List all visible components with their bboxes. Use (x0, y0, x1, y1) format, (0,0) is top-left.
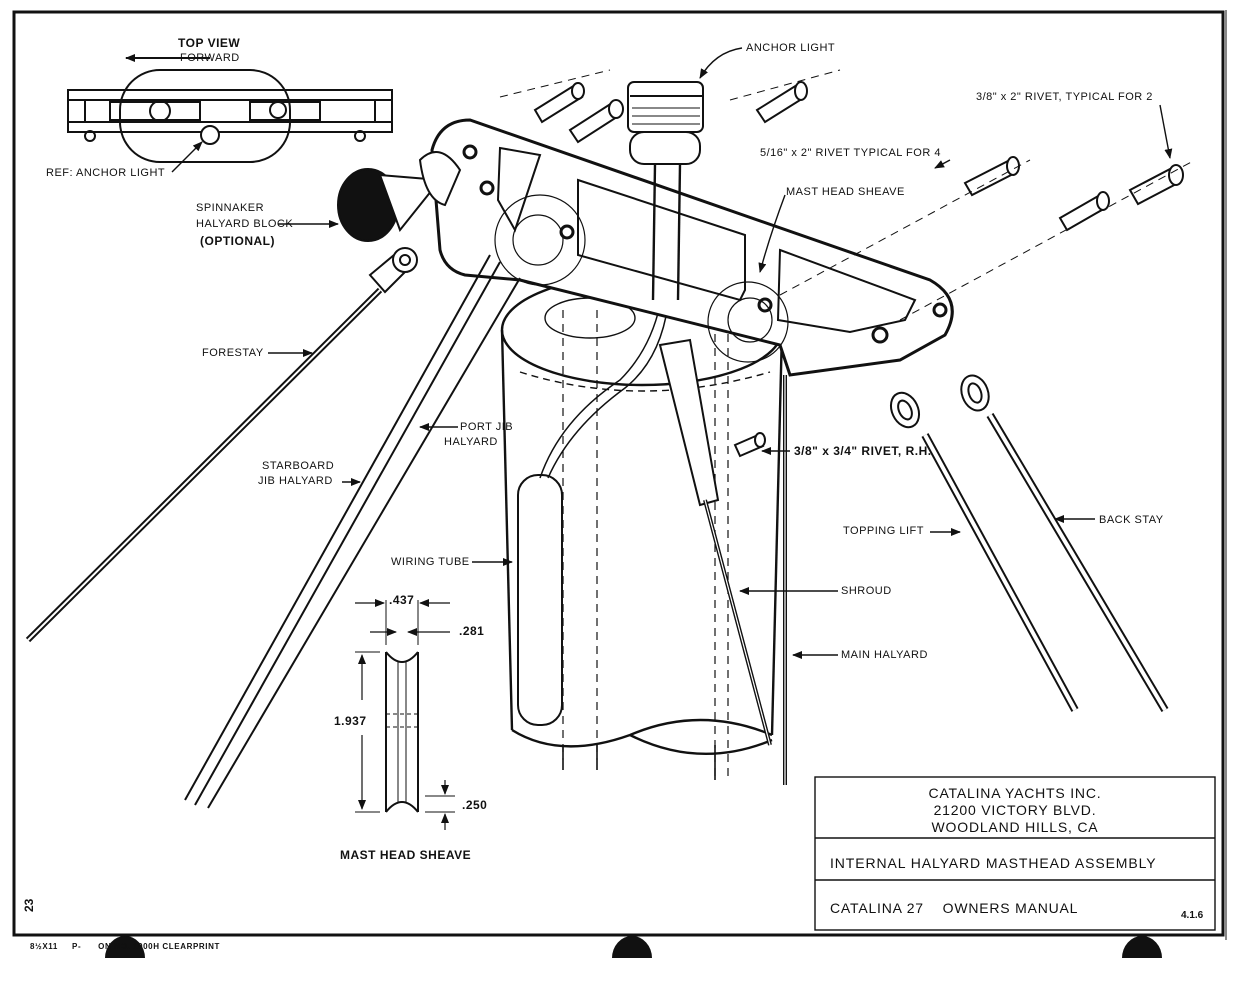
dimension-437: .437 (389, 593, 415, 607)
shroud-label: SHROUD (841, 585, 892, 597)
paper-info: 8½X11 P- ON NO. 1000H CLEARPRINT (30, 942, 220, 951)
rivet-38x2-label: 3/8" x 2" RIVET, TYPICAL FOR 2 (976, 91, 1153, 103)
sheave-detail-caption: MAST HEAD SHEAVE (340, 848, 472, 862)
forestay-label: FORESTAY (202, 347, 264, 359)
binder-holes (105, 936, 1162, 958)
anchor-light-label: ANCHOR LIGHT (746, 42, 836, 54)
sheave-detail (355, 600, 455, 813)
company-city: WOODLAND HILLS, CA (931, 819, 1099, 835)
anchor-light (627, 81, 704, 301)
port-jib-halyard-label: HALYARD (444, 436, 498, 448)
spinnaker-label: SPINNAKER (196, 202, 265, 214)
spinnaker-block (337, 151, 462, 242)
wiring-tube (517, 304, 669, 726)
drawing-title: INTERNAL HALYARD MASTHEAD ASSEMBLY (830, 855, 1157, 871)
port-jib-label: PORT JIB (460, 421, 514, 433)
top-view-inset (67, 69, 393, 163)
wiring-tube-label: WIRING TUBE (391, 556, 470, 568)
mast-head-sheave-label: MAST HEAD SHEAVE (786, 186, 905, 198)
company-street: 21200 VICTORY BLVD. (933, 802, 1097, 818)
topping-lift-label: TOPPING LIFT (843, 525, 924, 537)
rivets (533, 81, 1184, 458)
title-block (814, 776, 1216, 931)
title-block-company-area: CATALINA YACHTS INC. 21200 VICTORY BLVD.… (815, 785, 1215, 836)
manual-name: CATALINA 27 OWNERS MANUAL (830, 900, 1079, 916)
drawing-number: 4.1.6 (1181, 910, 1204, 921)
top-view-title: TOP VIEW (178, 36, 241, 50)
ref-anchor-leader (171, 141, 203, 173)
rivet-38x34-label: 3/8" x 3/4" RIVET, R.H. (794, 444, 932, 458)
jib-halyards (184, 254, 521, 809)
rivet-516x2-label: 5/16" x 2" RIVET TYPICAL FOR 4 (760, 147, 941, 159)
ref-anchor-light-label: REF: ANCHOR LIGHT (46, 167, 166, 179)
forestay (25, 247, 418, 643)
halyard-block-label: HALYARD BLOCK (196, 218, 294, 230)
main-halyard-label: MAIN HALYARD (841, 649, 928, 661)
company-name: CATALINA YACHTS INC. (928, 785, 1102, 801)
sheave-dimension-arrows (355, 599, 450, 830)
starboard-label: STARBOARD (262, 460, 335, 472)
sheave-circles (494, 194, 789, 363)
rivet-axis-lines (499, 69, 1196, 321)
drawing-border (12, 10, 1225, 937)
shroud (658, 338, 772, 746)
dimension-1937: 1.937 (334, 714, 367, 728)
dimension-281: .281 (459, 624, 485, 638)
back-stay (960, 374, 1169, 713)
dimension-250: .250 (462, 798, 488, 812)
masthead-plate (430, 118, 954, 377)
topping-lift (889, 391, 1079, 712)
page-number: 23 (22, 898, 36, 912)
leader-lines (268, 47, 1173, 659)
forward-label: FORWARD (180, 52, 240, 64)
optional-label: (OPTIONAL) (200, 234, 275, 248)
back-stay-label: BACK STAY (1099, 514, 1164, 526)
starboard-jib-halyard-label: JIB HALYARD (258, 475, 333, 487)
